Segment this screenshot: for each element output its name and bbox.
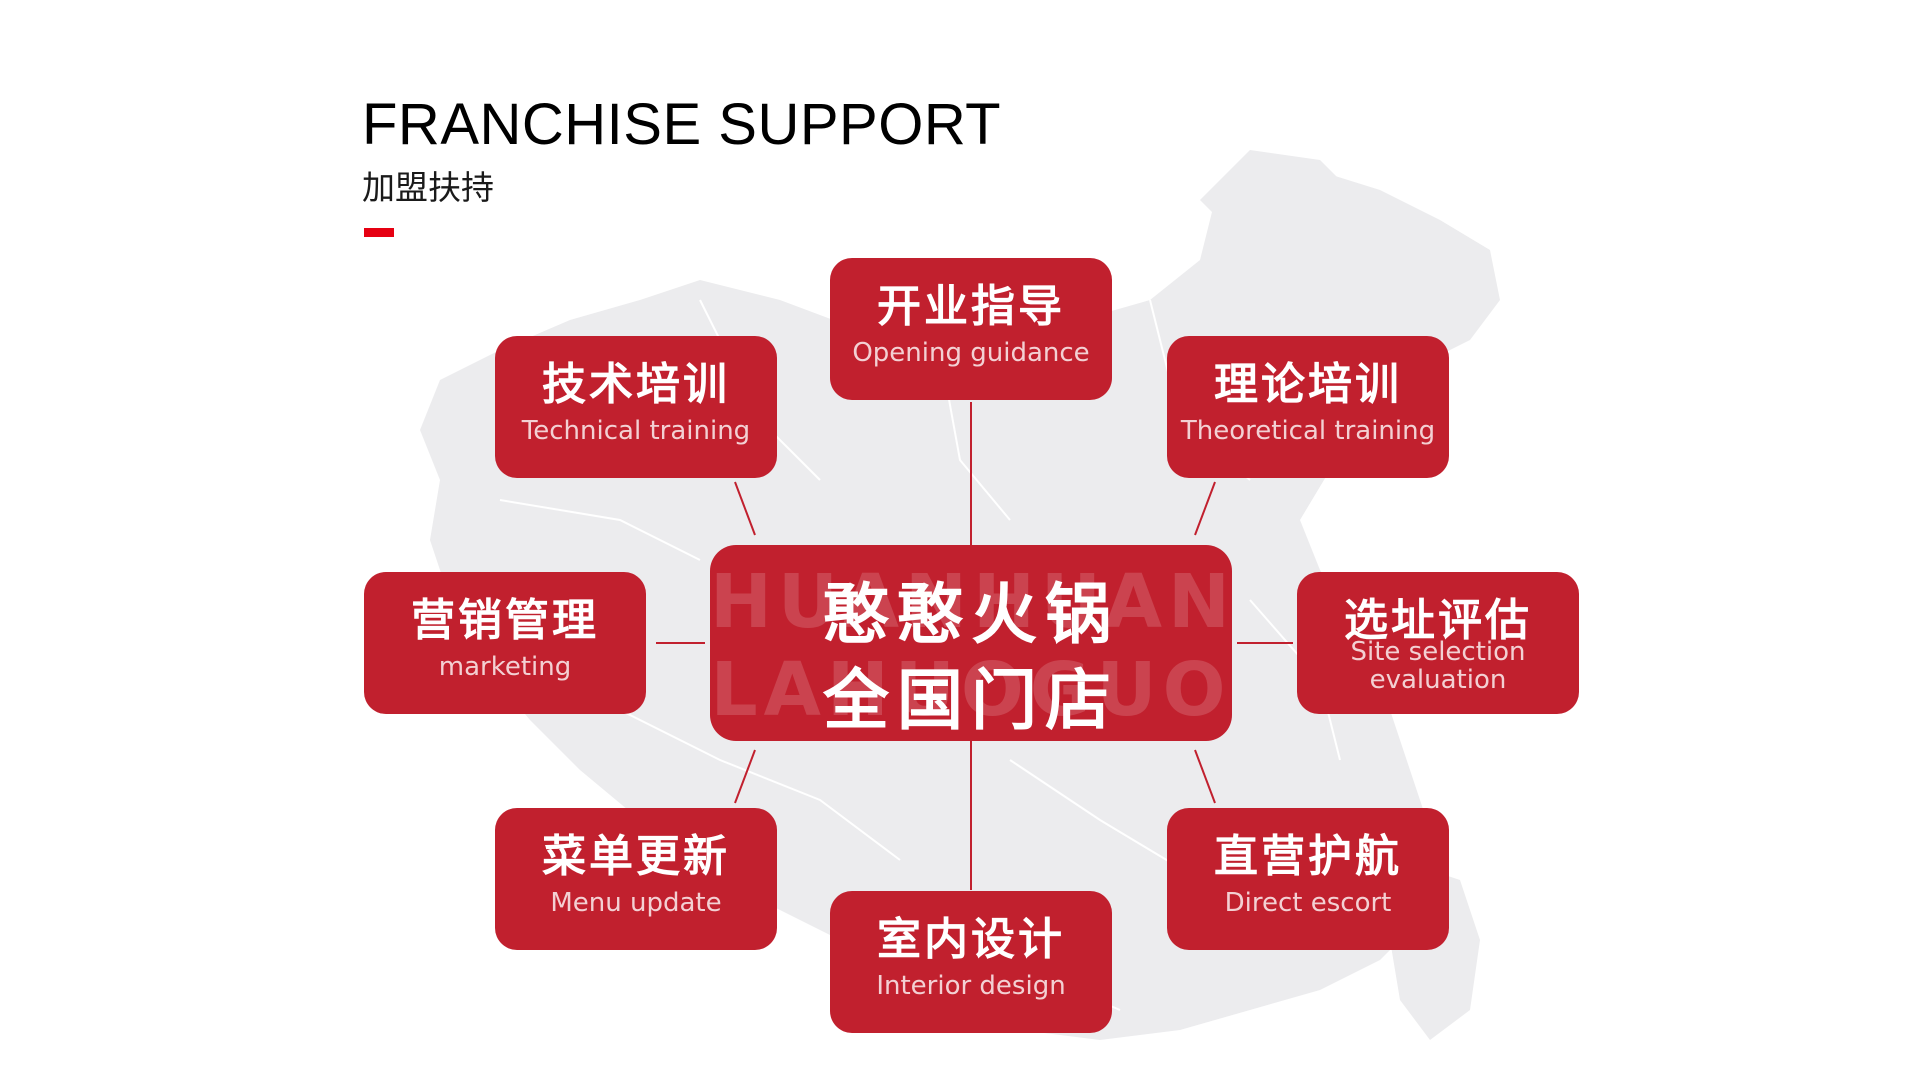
node-interior-design: 室内设计 Interior design	[830, 891, 1112, 1033]
node-technical-training: 技术培训 Technical training	[495, 336, 777, 478]
node-label-cn: 直营护航	[1214, 831, 1402, 882]
node-theoretical-training: 理论培训 Theoretical training	[1167, 336, 1449, 478]
node-opening-guidance: 开业指导 Opening guidance	[830, 258, 1112, 400]
connector-bottom-right	[1194, 749, 1216, 804]
title-accent-bar	[364, 228, 394, 237]
node-label-cn: 室内设计	[877, 914, 1065, 965]
node-label-cn: 菜单更新	[542, 831, 730, 882]
node-label-en: Theoretical training	[1180, 416, 1436, 446]
map-shape-north	[1200, 150, 1360, 240]
connector-bottom-left	[734, 749, 756, 804]
node-label-en: Opening guidance	[852, 338, 1090, 368]
node-site-selection: 选址评估 Site selection evaluation	[1297, 572, 1579, 714]
node-label-en: Menu update	[550, 888, 722, 918]
node-label-en: Direct escort	[1224, 888, 1392, 918]
node-direct-escort: 直营护航 Direct escort	[1167, 808, 1449, 950]
node-label-cn: 选址评估	[1344, 595, 1532, 646]
center-watermark-line-2: LAHUOGUO	[710, 647, 1232, 733]
node-menu-update: 菜单更新 Menu update	[495, 808, 777, 950]
connector-top-right	[1194, 481, 1216, 536]
node-label-en: Site selection evaluation	[1350, 637, 1526, 695]
page-subtitle: 加盟扶持	[362, 168, 494, 207]
node-label-en: marketing	[438, 652, 572, 682]
center-title-line-2: 全国门店	[823, 661, 1119, 739]
node-label-en: Technical training	[521, 416, 751, 446]
page-title: FRANCHISE SUPPORT	[362, 92, 1002, 157]
node-label-cn: 技术培训	[542, 359, 730, 410]
center-watermark-line-1: HUANHUAN	[710, 559, 1232, 645]
node-label-cn: 理论培训	[1214, 359, 1402, 410]
node-label-cn: 开业指导	[877, 281, 1065, 332]
center-title-line-1: 憨憨火锅	[823, 575, 1119, 653]
connector-top-left	[734, 481, 756, 536]
node-label-en: Interior design	[876, 971, 1066, 1001]
node-label-cn: 营销管理	[411, 595, 599, 646]
center-node: HUANHUAN LAHUOGUO 憨憨火锅 全国门店	[710, 545, 1232, 741]
node-marketing: 营销管理 marketing	[364, 572, 646, 714]
